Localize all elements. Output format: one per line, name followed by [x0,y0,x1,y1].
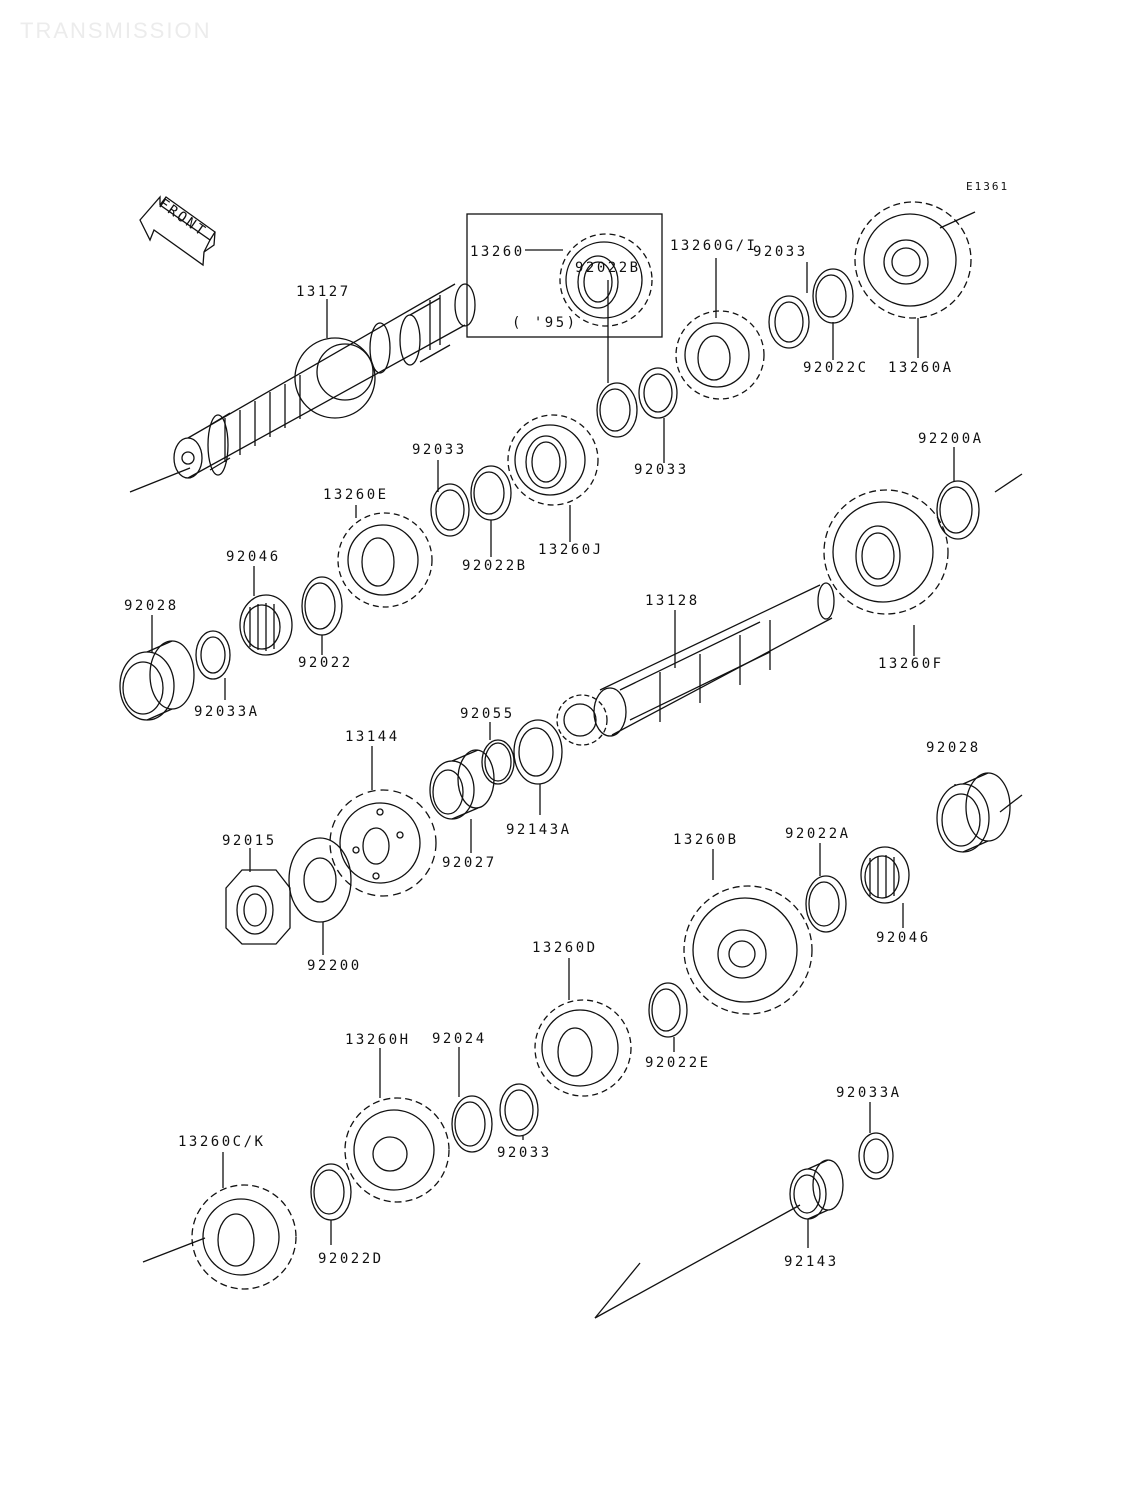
sprocket-13144 [330,790,436,896]
gear-13260ck [192,1185,296,1289]
label-92028-left: 92028 [124,598,179,614]
gear-13260e [338,513,432,607]
label-92022: 92022 [298,655,353,671]
label-13260e: 13260E [323,487,389,503]
gear-13260b [684,886,812,1014]
label-92143a: 92143A [506,822,572,838]
collar-92143a [514,720,562,784]
washer-92024 [452,1096,492,1152]
label-13260b: 13260B [673,832,739,848]
lock-washer-92200 [289,838,351,922]
washer-92200a [937,481,979,539]
o-ring-92055 [482,740,514,784]
label-92033-mid: 92033 [634,462,689,478]
label-92046-upper: 92046 [226,549,281,565]
label-13260a: 13260A [888,360,954,376]
label-13260gi: 13260G/I [670,238,757,254]
washer-92022b-lower [471,466,511,520]
washer-92022 [302,577,342,635]
circlip-92033a-lower [859,1133,893,1179]
variant-note: ( '95) [512,315,578,331]
gear-13260h [345,1098,449,1202]
circlip-92033-mid [639,368,677,418]
collar-92143 [790,1160,843,1219]
label-92200a: 92200A [918,431,984,447]
shaft-13127-gear [295,338,375,418]
label-13127: 13127 [296,284,351,300]
collar-92027 [430,750,494,819]
label-92055: 92055 [460,706,515,722]
needle-bearing-92046-lower [861,847,909,903]
label-92200: 92200 [307,958,362,974]
label-92024: 92024 [432,1031,487,1047]
gear-13260gi [676,311,764,399]
washer-92022d [311,1164,351,1220]
label-13260h: 13260H [345,1032,411,1048]
label-13260ck: 13260C/K [178,1134,265,1150]
label-92033-top: 92033 [753,244,808,260]
label-92027: 92027 [442,855,497,871]
label-13128: 13128 [645,593,700,609]
washer-92022e [649,983,687,1037]
label-92022c: 92022C [803,360,869,376]
label-13144: 13144 [345,729,400,745]
bearing-92028-right [937,773,1010,852]
label-13260j: 13260J [538,542,604,558]
label-92033a-upper: 92033A [194,704,260,720]
leader-lines [151,249,956,1248]
label-92022a: 92022A [785,826,851,842]
diagram-code: E1361 [966,180,1009,193]
shaft-13128-gear [557,695,607,745]
label-92022d: 92022D [318,1251,384,1267]
label-92046-lower: 92046 [876,930,931,946]
label-92022b-lower: 92022B [462,558,528,574]
gear-13260a [855,202,971,318]
label-13260f: 13260F [878,656,944,672]
gear-13260f [824,490,948,614]
label-92033a-lower: 92033A [836,1085,902,1101]
label-92143: 92143 [784,1254,839,1270]
label-92022e: 92022E [645,1055,711,1071]
circlip-92033-top [769,296,809,348]
circlip-92033-lower [431,484,469,536]
nut-92015 [226,870,290,944]
gear-13260j [508,415,598,505]
needle-bearing-92046-upper [240,595,292,655]
axis-lines [129,211,1023,1319]
front-label: FRONT [156,196,210,240]
bearing-92028-left [120,641,194,720]
shaft-13128 [594,583,834,736]
label-92015: 92015 [222,833,277,849]
gear-13260d [535,1000,631,1096]
variant-box [466,213,663,338]
front-arrow-icon [139,195,216,267]
washer-92022b-upper [597,383,637,437]
label-92028-right: 92028 [926,740,981,756]
circlip-92033a-upper [196,631,230,679]
shaft-13127 [174,284,475,478]
page-watermark: TRANSMISSION [20,18,212,43]
washer-92022c [813,269,853,323]
label-13260: 13260 [470,244,525,260]
gear-13260-variant [560,234,652,326]
washer-92022a [806,876,846,932]
label-13260d: 13260D [532,940,598,956]
circlip-92033-bottom [500,1084,538,1136]
label-92033-bottom: 92033 [497,1145,552,1161]
label-92033-lower: 92033 [412,442,467,458]
label-92022b-upper: 92022B [575,260,641,276]
